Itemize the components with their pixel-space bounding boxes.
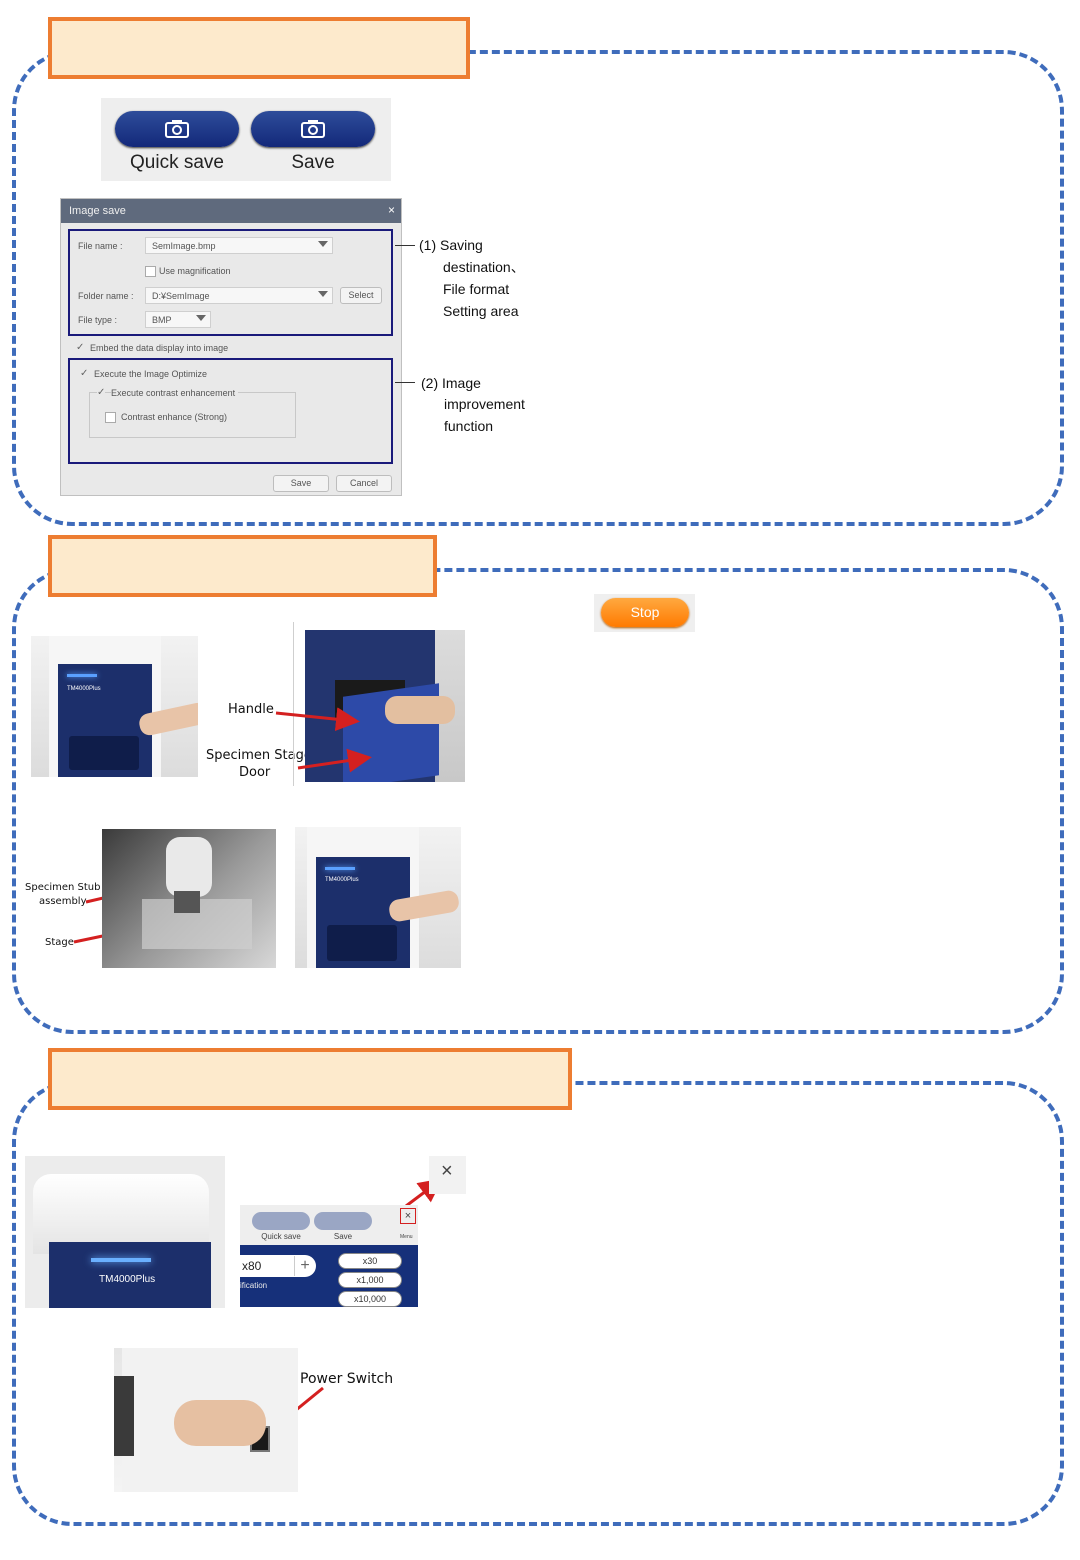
quick-save-label: Quick save (130, 152, 224, 173)
callout-1-line1: (1) Saving (419, 237, 483, 253)
saving-area-highlight (68, 229, 393, 336)
camera-icon (165, 120, 189, 138)
hand (385, 696, 455, 724)
callout-2-line3: function (444, 418, 494, 434)
callout-1-line (395, 245, 415, 246)
file-type-value: BMP (152, 315, 172, 325)
magnification-preset-x1000[interactable]: x1,000 (338, 1272, 402, 1288)
device-brand-label: TM4000Plus (67, 686, 101, 692)
section-1-title-box (48, 17, 470, 79)
folder-name-value: D:¥SemImage (152, 291, 210, 301)
handle-label: Handle (228, 702, 274, 717)
dialog-titlebar (61, 199, 401, 223)
device-top-photo: TM4000Plus (25, 1156, 225, 1308)
stage-label: Stage (45, 937, 74, 948)
quick-save-button[interactable] (252, 1212, 310, 1230)
callout-1-line2: destination、 (443, 259, 525, 275)
folder-name-label: Folder name : (78, 291, 134, 301)
section-1-frame (12, 50, 1064, 526)
door-label-line2: Door (239, 765, 271, 780)
image-save-dialog: Image save × File name : SemImage.bmp Us… (60, 198, 402, 496)
file-name-field[interactable]: SemImage.bmp (145, 237, 333, 254)
callout-2-line1: (2) Image (421, 375, 481, 391)
specimen-stage-photo (102, 829, 276, 968)
stub-label-line1: Specimen Stub (25, 882, 101, 893)
door-slot (327, 925, 397, 961)
camera-icon (301, 120, 325, 138)
close-icon-crop: × (429, 1156, 466, 1194)
select-folder-button[interactable]: Select (340, 287, 382, 304)
device-brand-label: TM4000Plus (99, 1274, 156, 1285)
device-edge (114, 1376, 134, 1456)
execute-contrast-label: Execute contrast enhancement (111, 388, 239, 398)
execute-contrast-checkbox[interactable]: ✓ (97, 387, 106, 398)
section-2-frame (12, 568, 1064, 1034)
callout-2-line (395, 382, 415, 383)
file-type-select[interactable]: BMP (145, 311, 211, 328)
callout-1-line4: Setting area (443, 303, 519, 319)
magnification-preset-x10000[interactable]: x10,000 (338, 1291, 402, 1307)
dialog-cancel-button[interactable]: Cancel (336, 475, 392, 492)
power-switch-label: Power Switch (300, 1371, 394, 1387)
stop-button[interactable]: Stop (601, 598, 689, 627)
file-type-label: File type : (78, 315, 118, 325)
status-light (91, 1258, 151, 1262)
device-front-panel (49, 1242, 211, 1308)
magnification-field[interactable] (240, 1255, 316, 1277)
file-name-value: SemImage.bmp (152, 241, 216, 251)
gloved-hand (166, 837, 212, 897)
use-magnification-checkbox[interactable] (145, 266, 156, 277)
photo-divider (293, 622, 294, 786)
status-light (67, 674, 97, 677)
file-name-label: File name : (78, 241, 123, 251)
folder-name-field[interactable]: D:¥SemImage (145, 287, 333, 304)
status-light (325, 867, 355, 870)
improvement-area-highlight (68, 358, 393, 464)
dialog-title: Image save (69, 205, 126, 217)
use-magnification-label: Use magnification (159, 266, 231, 276)
zoom-in-button[interactable]: + (294, 1256, 315, 1276)
chevron-down-icon (318, 241, 328, 247)
device-front-photo: TM4000Plus (31, 636, 198, 777)
chevron-down-icon (196, 315, 206, 321)
save-label: Save (291, 152, 335, 173)
save-buttons-panel: Quick save Save (101, 98, 391, 181)
chevron-down-icon (318, 291, 328, 297)
door-open-photo (305, 630, 465, 782)
save-label: Save (333, 1232, 353, 1241)
dialog-close-icon[interactable]: × (388, 203, 396, 217)
software-toolbar-crop: Quick save Save × Menu x80 + ification x… (240, 1205, 418, 1307)
door-label-line1: Specimen Stage (206, 748, 312, 763)
magnification-preset-x30[interactable]: x30 (338, 1253, 402, 1269)
embed-data-label: Embed the data display into image (90, 343, 229, 353)
close-icon[interactable]: × (441, 1160, 453, 1182)
save-button[interactable] (314, 1212, 372, 1230)
execute-optimize-checkbox[interactable]: ✓ (80, 368, 89, 379)
quick-save-label: Quick save (261, 1232, 301, 1241)
toolbar-close-button[interactable]: × (400, 1208, 416, 1224)
embed-data-checkbox[interactable]: ✓ (76, 342, 85, 353)
execute-optimize-label: Execute the Image Optimize (94, 369, 208, 379)
section-3-title-box (48, 1048, 572, 1110)
device-top (33, 1174, 209, 1254)
door-slot (69, 736, 139, 770)
quick-save-button[interactable] (115, 111, 239, 147)
contrast-strong-checkbox[interactable] (105, 412, 116, 423)
device-front-photo-2: TM4000Plus (295, 827, 461, 968)
callout-1-line3: File format (443, 281, 510, 297)
callout-2-line2: improvement (444, 396, 525, 412)
save-button[interactable] (251, 111, 375, 147)
device-brand-label: TM4000Plus (325, 877, 359, 883)
hand (174, 1400, 266, 1446)
dialog-save-button[interactable]: Save (273, 475, 329, 492)
section-2-title-box (48, 535, 437, 597)
stub-assembly (174, 891, 200, 913)
magnification-value: x80 (242, 1259, 262, 1273)
power-switch-photo (114, 1348, 298, 1492)
menu-label: Menu (400, 1234, 413, 1240)
stub-label-line2: assembly (39, 896, 87, 907)
contrast-strong-label: Contrast enhance (Strong) (121, 412, 228, 422)
magnification-label: ification (240, 1281, 268, 1290)
